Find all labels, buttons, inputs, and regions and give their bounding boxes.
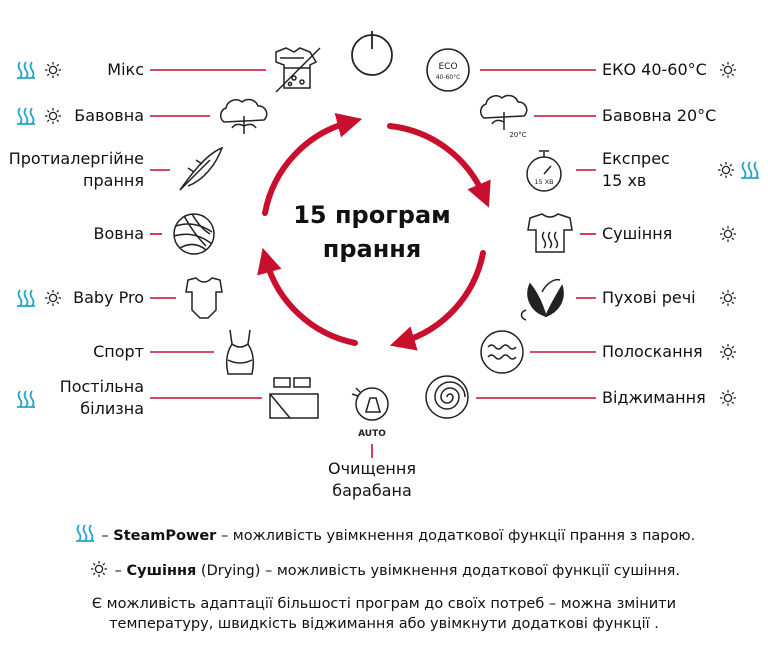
program-rinse: Полоскання: [602, 342, 703, 361]
program-cotton20: Бавовна 20°C: [602, 106, 717, 125]
program-down: Пухові речі: [602, 288, 696, 307]
connectors-left: [150, 69, 266, 399]
arrow-bottom-right: [389, 250, 486, 351]
legend-dry-desc: (Drying) – можливість увімкнення додатко…: [196, 563, 680, 579]
drum-cleaning-icon: [351, 387, 389, 421]
legend-dry-dash: –: [114, 563, 127, 579]
express-steam-icon: [740, 161, 760, 179]
arrow-top-right: [387, 123, 491, 208]
mix-clothes-icon: [275, 47, 321, 93]
cotton-steam-icon: [16, 107, 36, 125]
program-eco: ЕКО 40-60°C: [602, 60, 707, 79]
program-wool: Вовна: [93, 224, 144, 243]
legend-dry: – Сушіння (Drying) – можливість увімкнен…: [0, 559, 768, 581]
tank-top-icon: [225, 329, 255, 375]
legend-dry-icon: [90, 560, 108, 578]
program-sport: Спорт: [93, 342, 144, 361]
cotton-20-temp: 20°C: [509, 131, 526, 139]
program-spin: Віджимання: [602, 388, 706, 407]
down-feathers-icon: [520, 278, 564, 321]
eco-icon-temp: 40-60°C: [436, 74, 461, 81]
program-drum-line-2: барабана: [332, 481, 412, 500]
stopwatch-label: 15 ХВ: [534, 178, 553, 186]
auto-label: AUTO: [358, 429, 386, 439]
eco-icon-label: ECO: [438, 62, 457, 72]
babypro-dry-icon: [44, 289, 62, 307]
diagram-title: 15 програм прання: [272, 198, 472, 266]
program-express: Експрес 15 хв: [602, 148, 670, 192]
legend-steam-desc: – можливість увімкнення додаткової функц…: [216, 528, 696, 544]
footnote-line-2: температуру, швидкість віджимання або ув…: [109, 616, 659, 632]
bedding-icon: [269, 377, 319, 419]
program-express-line-2: 15 хв: [602, 171, 647, 190]
down-dry-icon: [719, 289, 737, 307]
cotton-dry-icon: [44, 107, 62, 125]
feather-icon: [179, 146, 224, 191]
program-babypro: Baby Pro: [73, 288, 144, 307]
baby-bodysuit-icon: [185, 277, 223, 319]
program-drying: Сушіння: [602, 224, 673, 243]
mix-dry-icon: [44, 61, 62, 79]
title-line-2: прання: [322, 235, 422, 263]
program-bedding-line-2: білизна: [80, 399, 144, 418]
legend-steam-name: SteamPower: [113, 528, 217, 544]
program-express-line-1: Експрес: [602, 149, 670, 168]
connectors-right: [371, 69, 596, 458]
footnote-line-1: Є можливість адаптації більшості програм…: [91, 596, 677, 612]
program-antiallergy: Протиалергійне прання: [9, 148, 144, 192]
program-bedding: Постільна білизна: [60, 376, 144, 420]
drying-shirt-icon: [527, 213, 573, 253]
cotton-icon: [220, 98, 268, 134]
program-antiallergy-line-1: Протиалергійне: [8, 149, 144, 168]
spin-icon: [425, 375, 469, 419]
legend-dry-name: Сушіння: [126, 563, 197, 579]
legend-steam-icon: [74, 524, 95, 542]
arrow-top-left: [262, 112, 363, 216]
program-drum-line-1: Очищення: [328, 459, 416, 478]
babypro-steam-icon: [16, 289, 36, 307]
bedding-steam-icon: [16, 390, 36, 408]
arrow-bottom-left: [257, 247, 358, 346]
stopwatch-icon: [526, 150, 562, 192]
cotton-20-icon: [480, 94, 528, 130]
legend-steam: – SteamPower – можливість увімкнення дод…: [0, 524, 768, 546]
wool-ball-icon: [173, 213, 215, 255]
cycle-arrows: [257, 112, 491, 351]
legend-steam-dash: –: [101, 528, 114, 544]
title-line-1: 15 програм: [293, 201, 451, 229]
program-mix: Мікс: [107, 60, 144, 79]
eco-icon: [426, 48, 470, 92]
power-icon: [351, 31, 393, 76]
program-drum-cleaning: Очищення барабана: [292, 458, 452, 502]
rinse-icon: [480, 330, 524, 374]
rinse-dry-icon: [719, 343, 737, 361]
eco-dry-icon: [719, 61, 737, 79]
mix-steam-icon: [16, 61, 36, 79]
program-antiallergy-line-2: прання: [83, 171, 144, 190]
program-bedding-line-1: Постільна: [59, 377, 144, 396]
spin-dry-icon: [719, 389, 737, 407]
express-dry-icon: [717, 161, 735, 179]
drying-dry-icon: [719, 225, 737, 243]
program-cotton: Бавовна: [74, 106, 144, 125]
